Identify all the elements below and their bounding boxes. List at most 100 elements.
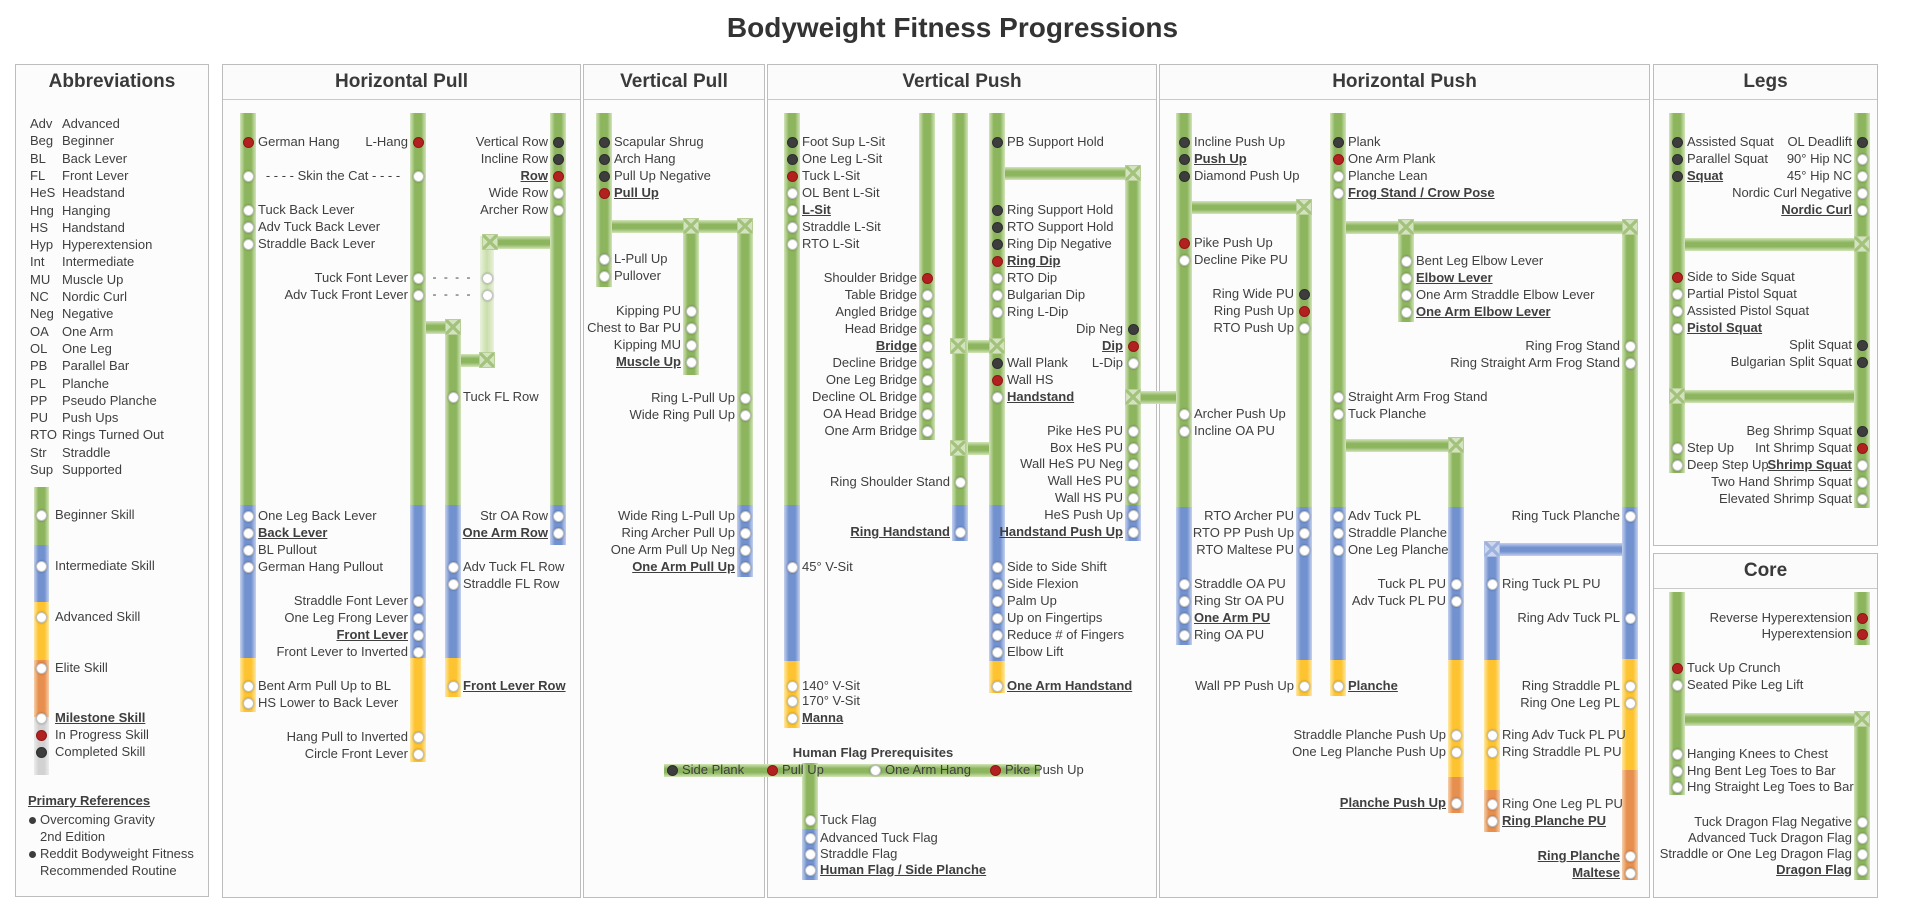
status-dot-milestone <box>1857 460 1868 471</box>
skill-ring-support-hold: Ring Support Hold <box>1007 202 1114 217</box>
skill-ring-frog-stand: Ring Frog Stand <box>1525 338 1620 353</box>
progression-bar-segment <box>1448 438 1464 507</box>
status-dot-milestone <box>992 596 1003 607</box>
skill-l-sit: L-Sit <box>802 202 831 217</box>
skill-wall-pp-push-up: Wall PP Push Up <box>1195 678 1294 693</box>
skill-ring-planche-pu: Ring Planche PU <box>1502 813 1607 828</box>
skill-planche-push-up: Planche Push Up <box>1339 795 1446 810</box>
status-dot-milestone <box>413 749 424 760</box>
skill-wide-ring-l-pull-up: Wide Ring L-Pull Up <box>617 508 735 523</box>
skill-straddle-planche-push-up: Straddle Planche Push Up <box>1293 727 1446 742</box>
legend-bar-segment <box>34 660 49 717</box>
skill-elbow-lever: Elbow Lever <box>1416 270 1493 285</box>
status-dot-completed <box>1333 137 1344 148</box>
status-dot-milestone <box>1672 749 1683 760</box>
progression-bar-segment <box>1296 200 1312 507</box>
skill-ring-adv-tuck-pl: Ring Adv Tuck PL <box>1517 610 1620 625</box>
status-dot-milestone <box>1487 799 1498 810</box>
status-dot-milestone <box>1672 460 1683 471</box>
status-dot-milestone <box>448 579 459 590</box>
status-dot-milestone <box>992 290 1003 301</box>
skill-maltese: Maltese <box>1572 865 1620 880</box>
skill-planche: Planche <box>1348 678 1398 693</box>
status-dot-completed <box>1857 426 1868 437</box>
status-dot-milestone <box>1401 307 1412 318</box>
status-dot-milestone <box>1857 188 1868 199</box>
skill-kipping-mu: Kipping MU <box>613 337 681 352</box>
connector-bar <box>1192 201 1312 214</box>
abbreviation-value: One Leg <box>62 340 112 356</box>
progression-bar-segment <box>1622 507 1638 659</box>
status-dot-milestone <box>243 205 254 216</box>
progression-bar-segment <box>1622 659 1638 770</box>
status-dot-milestone <box>992 273 1003 284</box>
connector-bar <box>1484 543 1630 556</box>
status-dot-milestone <box>740 511 751 522</box>
status-dot-completed <box>992 222 1003 233</box>
status-dot-milestone <box>1128 510 1139 521</box>
skill-l-dip: L-Dip <box>1091 355 1123 370</box>
skill-head-bridge: Head Bridge <box>844 321 917 336</box>
branch-joint-icon <box>1398 219 1414 235</box>
skill-side-plank: Side Plank <box>682 762 745 777</box>
abbreviation-key: Int <box>30 254 45 270</box>
branch-joint-icon <box>1622 219 1638 235</box>
abbreviation-value: Headstand <box>62 185 125 201</box>
status-dot-milestone <box>787 681 798 692</box>
skill-rto-pp-push-up: RTO PP Push Up <box>1192 525 1294 540</box>
status-dot-milestone <box>1333 681 1344 692</box>
human-flag-title: Human Flag Prerequisites <box>792 745 954 760</box>
status-dot-milestone <box>1179 579 1190 590</box>
skill-archer-row: Archer Row <box>480 202 548 217</box>
status-dot-completed <box>992 358 1003 369</box>
skill-handstand: Handstand <box>1007 389 1075 404</box>
status-dot-completed <box>1672 171 1683 182</box>
skill-incline-row: Incline Row <box>480 151 548 166</box>
status-dot-milestone <box>1625 851 1636 862</box>
status-dot-completed <box>599 154 610 165</box>
skill-adv-tuck-front-lever: Adv Tuck Front Lever <box>284 287 408 302</box>
skill-one-arm-hang: One Arm Hang <box>885 762 971 777</box>
status-dot-milestone <box>992 681 1003 692</box>
status-dot-milestone <box>1333 511 1344 522</box>
status-dot-milestone <box>553 528 564 539</box>
status-dot-milestone <box>922 375 933 386</box>
status-dot-in-progress <box>413 137 424 148</box>
skill-90-hip-nc: 90° Hip NC <box>1786 151 1852 166</box>
skill-tuck-planche: Tuck Planche <box>1348 406 1427 421</box>
abbreviation-value: Push Ups <box>62 410 119 426</box>
status-dot-milestone <box>243 511 254 522</box>
skill-two-hand-shrimp-squat: Two Hand Shrimp Squat <box>1711 474 1852 489</box>
panel-title-legs: Legs <box>1654 65 1877 100</box>
status-dot-milestone <box>1487 747 1498 758</box>
skill-adv-tuck-pl-pu: Adv Tuck PL PU <box>1351 593 1446 608</box>
connector-bar <box>1669 390 1862 403</box>
abbreviation-key: Hng <box>30 202 54 218</box>
panel-title-abbreviations: Abbreviations <box>48 71 176 92</box>
skill-side-to-side-squat: Side to Side Squat <box>1687 269 1795 284</box>
status-dot-milestone <box>740 545 751 556</box>
skill-row: Row <box>520 168 548 183</box>
skill-dragon-flag: Dragon Flag <box>1776 862 1852 877</box>
legend-advanced-skill: Advanced Skill <box>55 609 141 624</box>
status-dot-completed <box>1299 289 1310 300</box>
skill-dip-neg: Dip Neg <box>1076 321 1123 336</box>
branch-joint-icon <box>1854 236 1870 252</box>
abbreviation-value: Parallel Bar <box>62 358 130 374</box>
status-dot-milestone <box>1857 171 1868 182</box>
skill-l-pull-up: L-Pull Up <box>614 251 668 266</box>
status-dot-milestone <box>413 290 424 301</box>
skill-table-bridge: Table Bridge <box>844 287 917 302</box>
status-dot-milestone <box>1299 528 1310 539</box>
skill-plank: Plank <box>1348 134 1381 149</box>
status-dot-milestone <box>1857 865 1868 876</box>
status-dot-milestone <box>243 171 254 182</box>
status-dot-completed <box>599 137 610 148</box>
status-dot-milestone <box>243 528 254 539</box>
status-dot-milestone <box>686 306 697 317</box>
status-dot-in-progress <box>1128 341 1139 352</box>
status-dot-milestone <box>686 340 697 351</box>
skill-ring-str-oa-pu: Ring Str OA PU <box>1194 593 1285 608</box>
status-dot-milestone <box>1672 306 1683 317</box>
reference-line: Reddit Bodyweight Fitness <box>40 846 194 861</box>
